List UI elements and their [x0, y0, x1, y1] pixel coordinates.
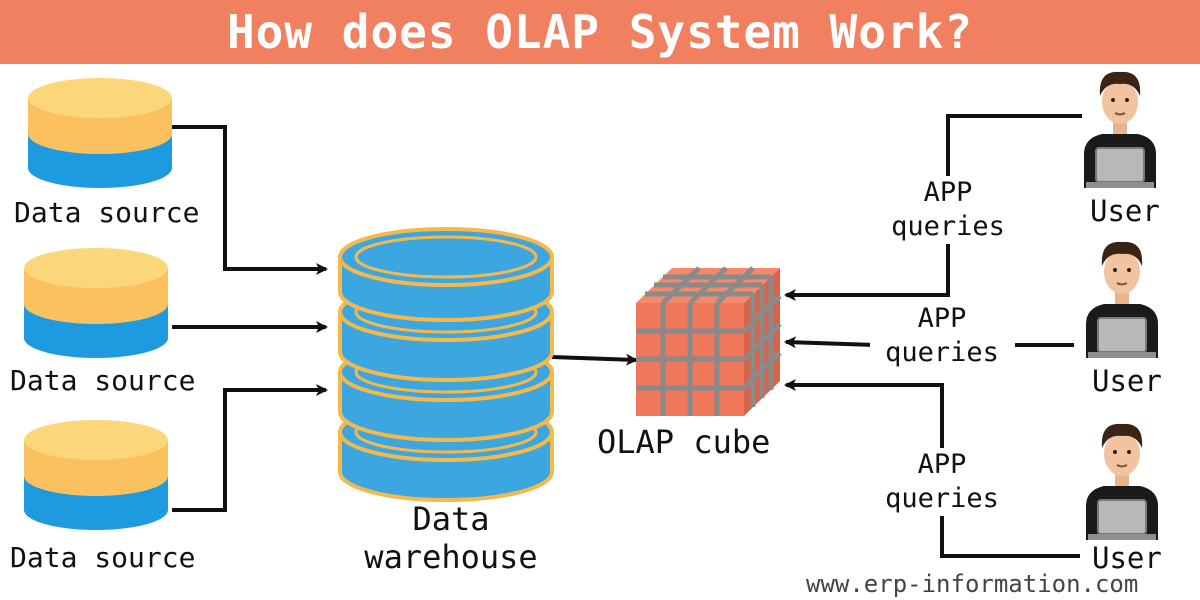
page-title: How does OLAP System Work? — [226, 5, 974, 59]
olap-cube-label: OLAP cube — [597, 423, 771, 461]
title-banner — [0, 0, 1200, 64]
source-connectors — [172, 125, 328, 512]
user-avatar-icon — [1086, 241, 1158, 358]
query-label-line2: queries — [885, 483, 999, 514]
query-label-line1: APP — [923, 177, 973, 208]
user-avatar-icon — [1086, 423, 1158, 540]
query-label-line1: APP — [917, 449, 967, 480]
warehouse-label-line2: warehouse — [364, 538, 538, 576]
user-label: User — [1090, 194, 1160, 228]
user-label: User — [1092, 541, 1162, 575]
warehouse-icon — [338, 227, 554, 502]
user-2-arrow — [786, 342, 1074, 345]
olap-cube-icon — [636, 266, 782, 416]
data-source-icon — [24, 420, 168, 530]
query-label-line2: queries — [891, 211, 1005, 242]
query-label-line1: APP — [917, 303, 967, 334]
warehouse-to-cube-arrow — [551, 353, 638, 366]
query-label: APP queries — [870, 448, 1014, 516]
query-label: APP queries — [870, 302, 1014, 370]
query-label: APP queries — [876, 176, 1020, 244]
source-1-arrow — [172, 125, 328, 275]
source-3-arrow — [172, 384, 328, 512]
warehouse-label: Data warehouse — [346, 500, 556, 576]
user-label: User — [1092, 364, 1162, 398]
warehouse-label-line1: Data — [412, 500, 490, 538]
user-avatar-icon — [1084, 71, 1156, 188]
website-credit: www.erp-information.com — [806, 570, 1139, 598]
data-source-icon — [28, 78, 172, 188]
data-source-icon — [24, 248, 168, 358]
data-source-label: Data source — [10, 541, 196, 574]
data-source-label: Data source — [10, 364, 196, 397]
query-label-line2: queries — [885, 337, 999, 368]
data-source-label: Data source — [14, 196, 200, 229]
